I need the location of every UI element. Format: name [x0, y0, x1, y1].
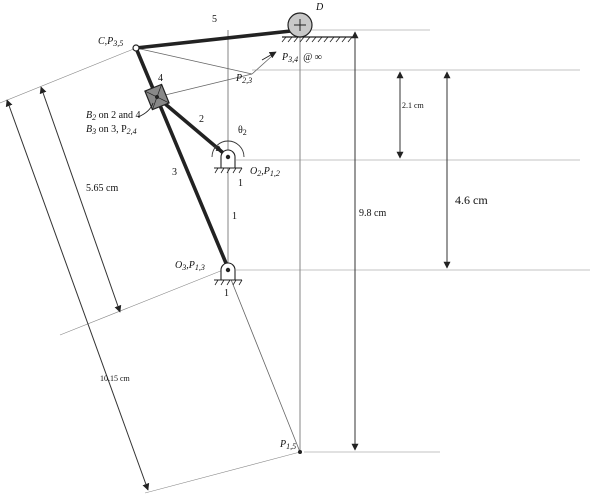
point-p15	[298, 450, 302, 454]
dim-46-label: 4.6 cm	[455, 193, 488, 207]
label-p34: P3,4@ ∞	[281, 52, 322, 64]
label-ground-1b: 1	[232, 211, 237, 222]
roller-d	[281, 12, 356, 43]
label-ground-1c: 1	[224, 288, 229, 299]
dim-565-label: 5.65 cm	[86, 183, 118, 194]
line-o3-p15	[227, 271, 301, 453]
pin-b	[155, 95, 159, 99]
label-c: C,P3,5	[98, 36, 123, 48]
dim-1015-line	[5, 99, 150, 491]
dim-21-label: 2.1 cm	[402, 101, 425, 110]
label-ground-1a: 1	[238, 178, 243, 189]
theta-arrow	[211, 144, 223, 152]
link-3	[134, 46, 230, 270]
ground-pivot-o3	[214, 262, 243, 286]
label-o3: O3,P1,3	[175, 260, 205, 272]
p34-arrow	[261, 51, 277, 61]
dimension-lines	[5, 31, 451, 491]
joint-c	[132, 44, 140, 52]
label-d: D	[315, 2, 324, 13]
construction-lines	[0, 29, 590, 494]
label-link-5: 5	[212, 14, 217, 25]
label-p15: P1,5	[279, 439, 296, 451]
label-link-2: 2	[199, 114, 204, 125]
label-theta: θ2	[238, 125, 247, 137]
label-p23: P2,3	[235, 73, 252, 85]
theta-arc	[211, 140, 245, 158]
label-o2: O2,P1,2	[250, 166, 280, 178]
dim-1015-label: 10.15 cm	[100, 374, 131, 383]
ground-pivot-o2	[214, 149, 243, 174]
label-b3: B3 on 3, P2,4	[86, 124, 137, 136]
dim-98-label: 9.8 cm	[359, 208, 386, 219]
link-5	[134, 28, 302, 50]
label-link-4: 4	[158, 73, 163, 84]
p34-arrow-line	[251, 55, 273, 75]
label-b2: B2 on 2 and 4	[86, 110, 141, 122]
label-link-3: 3	[172, 167, 177, 178]
